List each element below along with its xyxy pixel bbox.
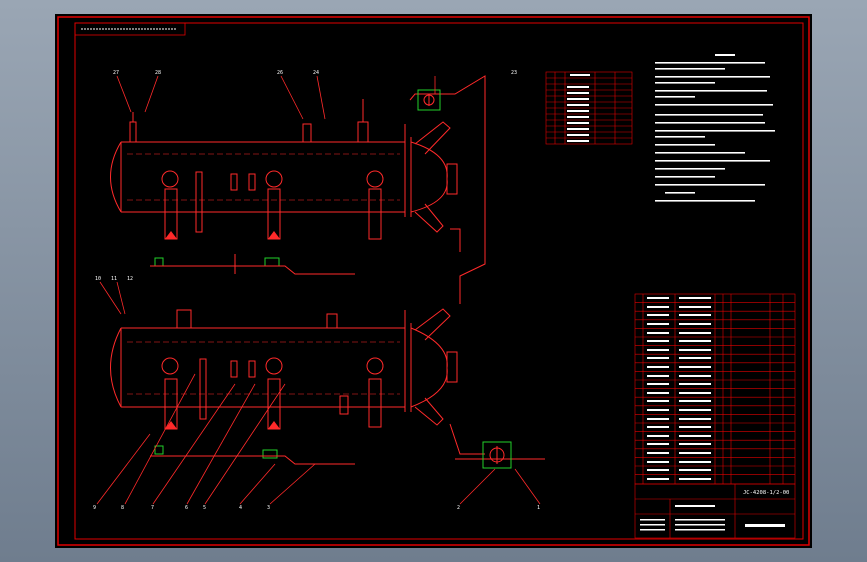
- lower-tube-bundle-marks: [154, 421, 280, 459]
- upper-valve: [417, 89, 441, 111]
- drawing-sheet: 27 28 26 24 23 10 11 12 9 8 7 6 5 4 3 2 1: [55, 14, 812, 548]
- upper-tube-bundle-marks: [154, 231, 280, 267]
- svg-text:23: 23: [511, 70, 517, 76]
- title-block: [634, 483, 796, 539]
- svg-text:27: 27: [113, 70, 119, 76]
- svg-text:2: 2: [457, 505, 460, 511]
- leader-tag-numbers: 27 28 26 24 23 10 11 12 9 8 7 6 5 4 3 2 1: [93, 70, 540, 511]
- drawing-number: JC-4208-1/2-00: [743, 490, 789, 496]
- bom-table: [634, 293, 796, 485]
- svg-text:8: 8: [121, 505, 124, 511]
- svg-text:12: 12: [127, 276, 133, 282]
- nozzle-table: [545, 71, 633, 145]
- svg-text:3: 3: [267, 505, 270, 511]
- lower-vessel: [110, 308, 458, 430]
- technical-notes: [655, 54, 775, 202]
- svg-text:7: 7: [151, 505, 154, 511]
- lower-valve: [482, 441, 512, 469]
- svg-text:28: 28: [155, 70, 161, 76]
- svg-text:6: 6: [185, 505, 188, 511]
- svg-text:24: 24: [313, 70, 319, 76]
- bom-table-text: [647, 297, 711, 480]
- svg-text:11: 11: [111, 276, 117, 282]
- leader-lines: [96, 75, 541, 505]
- nozzle-table-text: [567, 74, 590, 142]
- title-block-text: [640, 505, 785, 531]
- svg-text:9: 9: [93, 505, 96, 511]
- cad-drawing: 27 28 26 24 23 10 11 12 9 8 7 6 5 4 3 2 1: [57, 16, 810, 546]
- upper-vessel: [110, 99, 458, 240]
- piping: [150, 75, 545, 465]
- inner-frame: [74, 22, 804, 540]
- svg-text:10: 10: [95, 276, 101, 282]
- title-stamp: [74, 22, 186, 36]
- svg-text:5: 5: [203, 505, 206, 511]
- outer-frame: [57, 16, 810, 546]
- svg-text:4: 4: [239, 505, 242, 511]
- svg-text:1: 1: [537, 505, 540, 511]
- svg-text:26: 26: [277, 70, 283, 76]
